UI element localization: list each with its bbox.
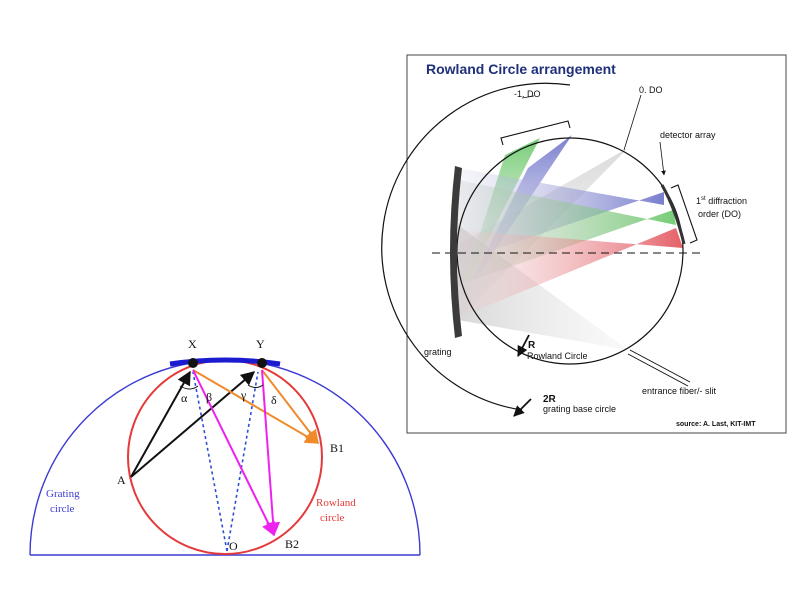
label-source: source: A. Last, KIT-IMT	[676, 421, 756, 428]
ray-y-b1	[261, 369, 319, 445]
grating-circle-label-line2: circle	[50, 503, 75, 515]
leader-entrance	[629, 349, 691, 383]
point-x	[188, 358, 198, 368]
angle-alpha: α	[181, 391, 188, 405]
dotted-line-o-x	[192, 371, 228, 552]
dotted-line-o-y	[226, 371, 259, 552]
ray-a-x	[130, 370, 191, 478]
label-x: X	[188, 337, 197, 351]
ray-y-b2	[261, 369, 281, 537]
label-b1: B1	[330, 441, 344, 455]
ray-x-b2	[192, 369, 275, 537]
label-b2: B2	[285, 537, 299, 551]
grating-arc	[169, 357, 281, 367]
ray-a-y	[130, 371, 256, 478]
label-first-order-line2: order (DO)	[698, 209, 741, 219]
label-two-r: 2R	[543, 394, 557, 405]
bracket-first-order	[670, 184, 698, 244]
panel-title: Rowland Circle arrangement	[426, 61, 616, 77]
angle-beta: β	[206, 390, 212, 404]
first-order-sup: st	[701, 196, 706, 202]
detector-array	[660, 184, 686, 245]
label-r: R	[528, 340, 536, 351]
label-base-circle: grating base circle	[543, 404, 616, 414]
first-order-red-beam	[458, 228, 683, 318]
bracket-minus-one	[500, 120, 571, 146]
label-minus-one-do: -1. DO	[514, 89, 541, 99]
label-grating: grating	[424, 347, 452, 357]
label-rowland-circle: Rowland Circle	[527, 351, 588, 361]
grating-base-circle	[381, 82, 571, 411]
right-rowland-panel: Rowland Circle arrangement	[381, 54, 787, 434]
grating-bar	[450, 166, 462, 338]
label-entrance: entrance fiber/- slit	[642, 386, 717, 396]
left-rowland-diagram: X Y A B1 B2 O α β γ δ Grating circle Row…	[29, 337, 421, 556]
label-o: O	[229, 539, 238, 553]
grating-circle-label-line1: Grating	[46, 488, 80, 500]
angle-gamma: γ	[240, 388, 247, 402]
point-y	[257, 358, 267, 368]
rowland-circle-label-line1: Rowland	[316, 497, 356, 509]
leader-detector-array	[659, 141, 666, 176]
label-first-order-line1: 1st diffraction	[696, 196, 747, 206]
leader-zero-do	[623, 94, 642, 151]
angle-arc-gamma	[247, 384, 264, 388]
r-arrow	[517, 334, 530, 357]
first-order-sup-num: 1	[696, 196, 701, 206]
two-r-arrow	[513, 398, 532, 417]
leader-minus-one-do	[521, 95, 535, 99]
leader-entrance-b	[627, 353, 689, 387]
angle-arc-alpha	[179, 385, 199, 390]
rowland-circle-label-line2: circle	[320, 512, 345, 524]
ray-x-b1	[192, 369, 320, 444]
first-order-rest: diffraction	[706, 196, 747, 206]
label-detector-array: detector array	[660, 130, 716, 140]
beams	[458, 135, 683, 350]
label-a: A	[117, 473, 126, 487]
angle-delta: δ	[271, 393, 277, 407]
label-zero-do: 0. DO	[639, 85, 663, 95]
label-y: Y	[256, 337, 265, 351]
